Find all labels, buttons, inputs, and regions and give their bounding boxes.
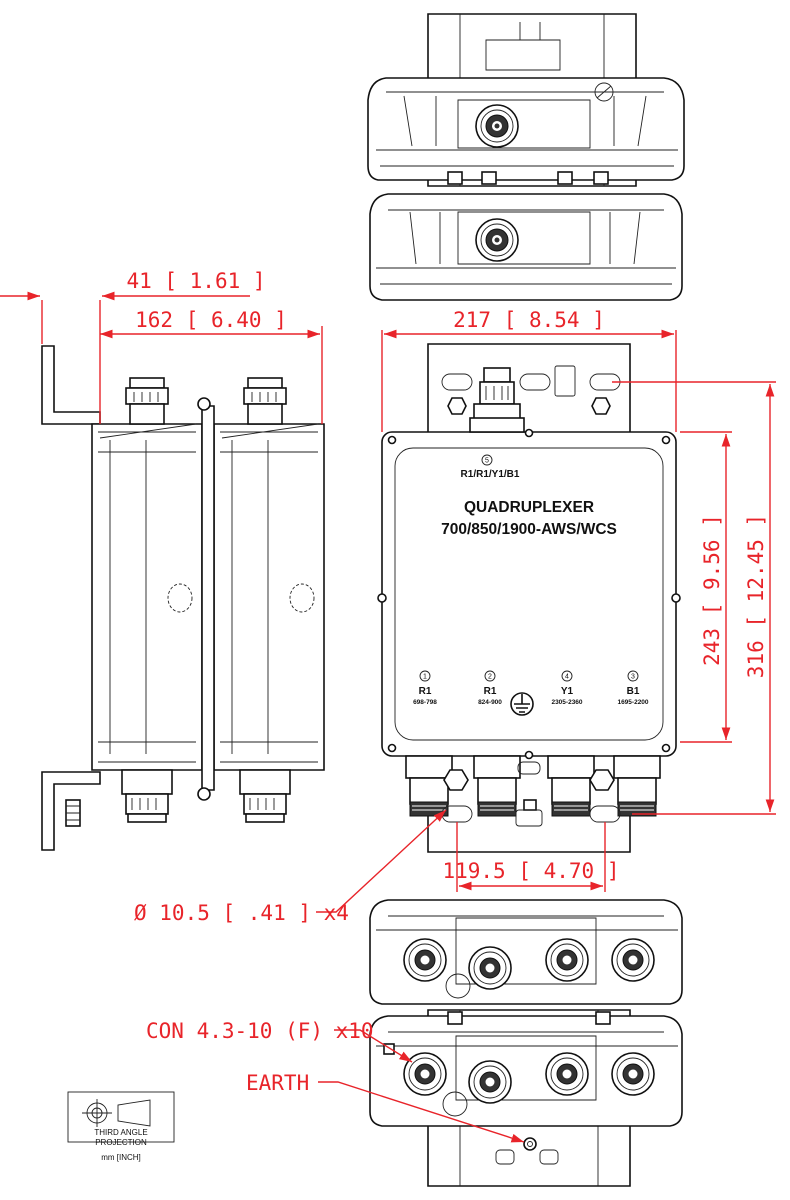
connector-2 (473, 755, 521, 817)
svg-text:B1: B1 (627, 686, 640, 697)
dimension-243: 243 [ 9.56 ] (700, 514, 724, 666)
svg-text:R1: R1 (419, 686, 432, 697)
port-label-2: 2 R1 824-900 (478, 670, 502, 706)
dimension-316: 316 [ 12.45 ] (744, 514, 768, 678)
dimension-119-5: 119.5 [ 4.70 ] (442, 859, 619, 883)
bottom-view (369, 899, 683, 1005)
svg-text:4: 4 (565, 674, 569, 681)
legend-units: mm [INCH] (101, 1153, 141, 1162)
earth-symbol (510, 692, 534, 716)
port-label-top: R1/R1/Y1/B1 (461, 469, 520, 480)
dimensions: 41 [ 1.61 ] 162 [ 6.40 ] 217 [ 8.54 ] 24… (0, 269, 776, 1143)
port-number-top: 5 (485, 458, 489, 465)
product-title: QUADRUPLEXER (464, 499, 594, 516)
projection-legend: THIRD ANGLE PROJECTION mm [INCH] (67, 1091, 175, 1162)
connector-1 (405, 755, 453, 817)
connector-callout: CON 4.3-10 (F) x10 (146, 1019, 374, 1043)
legend-line-2: PROJECTION (95, 1138, 147, 1147)
svg-text:2: 2 (488, 674, 492, 681)
port-label-4: 4 Y1 2305-2360 (551, 670, 583, 706)
svg-text:3: 3 (631, 674, 635, 681)
port-label-1: 1 R1 698-798 (413, 670, 437, 706)
dimension-162: 162 [ 6.40 ] (135, 308, 287, 332)
port-label-3: 3 B1 1695-2200 (617, 670, 649, 706)
svg-text:824-900: 824-900 (478, 699, 502, 706)
legend-line-1: THIRD ANGLE (94, 1128, 147, 1137)
svg-text:R1: R1 (484, 686, 497, 697)
svg-text:698-798: 698-798 (413, 699, 437, 706)
svg-text:2305-2360: 2305-2360 (551, 699, 582, 706)
top-view (367, 13, 685, 301)
connector-3 (613, 755, 661, 817)
front-view: QUADRUPLEXER 700/850/1900-AWS/WCS 5 R1/R… (377, 343, 681, 853)
dimension-41: 41 [ 1.61 ] (126, 269, 265, 293)
svg-text:1: 1 (423, 674, 427, 681)
dimension-217: 217 [ 8.54 ] (453, 308, 605, 332)
product-bands: 700/850/1900-AWS/WCS (441, 521, 617, 538)
svg-text:Y1: Y1 (561, 686, 574, 697)
earth-callout: EARTH (246, 1071, 309, 1095)
side-view (41, 345, 325, 851)
connector-top (469, 367, 525, 433)
bottom-view-bracket (369, 1009, 683, 1187)
svg-text:1695-2200: 1695-2200 (617, 699, 648, 706)
hole-callout: Ø 10.5 [ .41 ] x4 (134, 901, 349, 925)
connector-4 (547, 755, 595, 817)
